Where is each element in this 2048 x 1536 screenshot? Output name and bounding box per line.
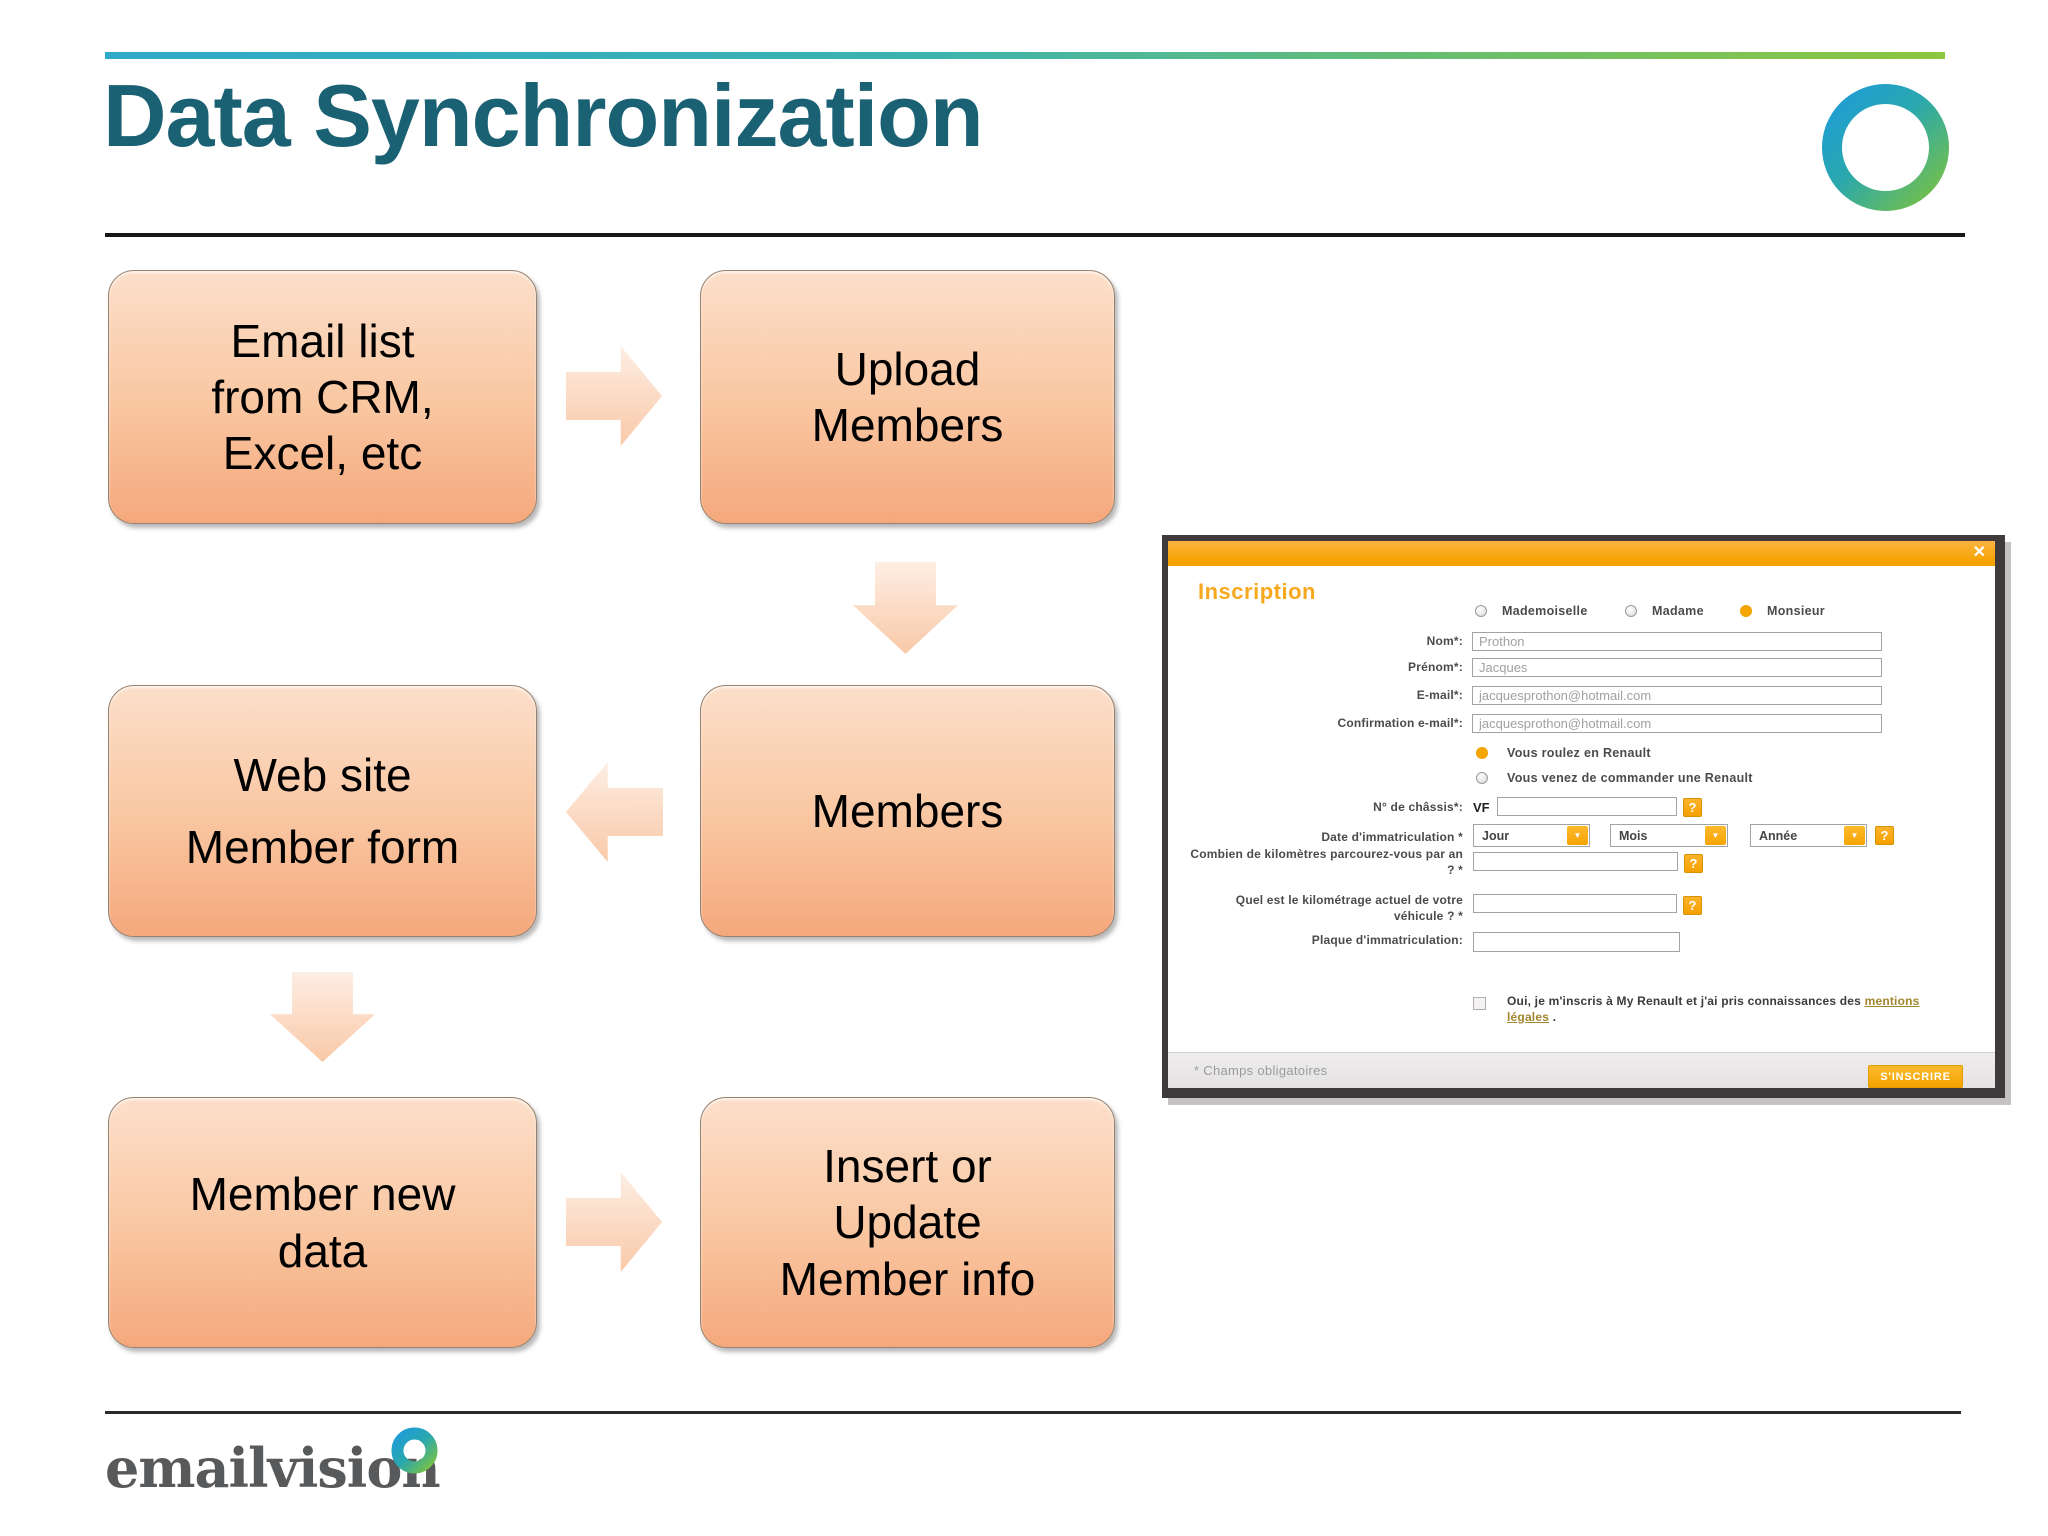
flow-box-text: Web site <box>233 748 412 801</box>
select-value: Jour <box>1482 828 1510 843</box>
chevron-down-icon: ▼ <box>1705 826 1726 845</box>
flow-box-text: Member form <box>185 821 460 873</box>
required-fields-note: * Champs obligatoires <box>1194 1063 1328 1078</box>
select-value: Année <box>1759 828 1798 843</box>
field-label-nom: Nom*: <box>1426 634 1463 648</box>
flow-box-members: Members <box>700 685 1115 937</box>
radio-commander-renault[interactable] <box>1476 772 1488 784</box>
optin-suffix: . <box>1549 1009 1557 1024</box>
optin-prefix: Oui, je m'inscris à My Renault et j'ai p… <box>1507 994 1865 1008</box>
flow-box-text: from CRM, <box>211 370 434 423</box>
form-titlebar: ✕ <box>1168 541 1995 566</box>
radio-label: Vous venez de commander une Renault <box>1507 771 1753 785</box>
emailvision-ring-logo-icon <box>1822 84 1949 211</box>
prenom-input[interactable] <box>1472 658 1882 677</box>
select-value: Mois <box>1619 828 1648 843</box>
flow-box-email-list: Email list from CRM, Excel, etc <box>108 270 537 524</box>
plate-input[interactable] <box>1473 932 1680 952</box>
chassis-prefix: VF <box>1473 800 1490 815</box>
help-icon[interactable]: ? <box>1875 826 1894 845</box>
flow-box-text: Member new <box>189 1168 456 1221</box>
emailvision-ring-icon <box>391 1427 438 1474</box>
flow-box-text: Excel, etc <box>222 427 423 480</box>
sinscrire-button[interactable]: S'INSCRIRE <box>1868 1065 1963 1088</box>
help-icon[interactable]: ? <box>1683 896 1702 915</box>
email-confirm-input[interactable] <box>1472 714 1882 733</box>
km-current-input[interactable] <box>1473 894 1677 913</box>
footer-divider <box>105 1411 1961 1414</box>
radio-label: Monsieur <box>1767 604 1825 618</box>
header-accent-line <box>105 52 1945 59</box>
field-label-date: Date d'immatriculation * <box>1321 830 1463 844</box>
arrow-down-icon <box>853 562 958 654</box>
radio-label: Mademoiselle <box>1502 604 1588 618</box>
chevron-down-icon: ▼ <box>1567 826 1588 845</box>
form-footer-bar: * Champs obligatoires S'INSCRIRE <box>1168 1052 1995 1088</box>
field-label-email-confirm: Confirmation e-mail*: <box>1337 716 1463 730</box>
radio-mademoiselle[interactable] <box>1475 605 1487 617</box>
flow-box-text: Update <box>833 1196 982 1249</box>
inscription-form-window: ✕ Inscription Mademoiselle Madame Monsie… <box>1162 535 2005 1098</box>
email-input[interactable] <box>1472 686 1882 705</box>
close-icon[interactable]: ✕ <box>1972 544 1986 561</box>
nom-input[interactable] <box>1472 632 1882 651</box>
flow-box-text: data <box>277 1224 368 1277</box>
radio-roulez-renault-selected[interactable] <box>1476 747 1488 759</box>
field-label-km-per-year: Combien de kilomètres parcourez-vous par… <box>1190 847 1463 877</box>
field-label-chassis: N° de châssis*: <box>1373 800 1463 814</box>
flow-box-text: Upload <box>834 342 981 395</box>
arrow-right-icon <box>566 1172 662 1272</box>
flow-box-text: Email list <box>230 314 415 367</box>
page-title: Data Synchronization <box>103 66 984 165</box>
radio-label: Vous roulez en Renault <box>1507 746 1651 760</box>
flow-box-text: Member info <box>779 1252 1036 1305</box>
mentions-legales-link[interactable]: mentions légales <box>1507 994 1920 1024</box>
flow-box-website-member-form: Web site Member form <box>108 685 537 937</box>
field-label-prenom: Prénom*: <box>1408 660 1463 674</box>
help-icon[interactable]: ? <box>1683 798 1702 817</box>
flow-box-text: Insert or <box>823 1140 992 1193</box>
flow-box-text: Members <box>811 784 1004 837</box>
arrow-right-icon <box>566 346 662 446</box>
field-label-km-current: Quel est le kilométrage actuel de votre … <box>1235 893 1463 923</box>
field-label-plate: Plaque d'immatriculation: <box>1311 933 1463 947</box>
field-label-email: E-mail*: <box>1416 688 1463 702</box>
radio-monsieur-selected[interactable] <box>1740 605 1752 617</box>
help-icon[interactable]: ? <box>1684 854 1703 873</box>
radio-madame[interactable] <box>1625 605 1637 617</box>
form-title: Inscription <box>1198 579 1316 604</box>
jour-select[interactable]: Jour ▼ <box>1473 824 1590 847</box>
flow-box-upload-members: Upload Members <box>700 270 1115 524</box>
flow-box-insert-update: Insert or Update Member info <box>700 1097 1115 1348</box>
annee-select[interactable]: Année ▼ <box>1750 824 1867 847</box>
title-divider <box>105 233 1965 237</box>
arrow-left-icon <box>566 762 663 862</box>
emailvision-logotype: emailvision <box>105 1436 441 1500</box>
optin-label: Oui, je m'inscris à My Renault et j'ai p… <box>1507 994 1957 1026</box>
optin-checkbox[interactable] <box>1473 997 1486 1010</box>
arrow-down-icon <box>270 972 375 1062</box>
mois-select[interactable]: Mois ▼ <box>1610 824 1728 847</box>
km-per-year-input[interactable] <box>1473 852 1678 871</box>
radio-label: Madame <box>1652 604 1704 618</box>
chassis-input[interactable] <box>1497 797 1677 816</box>
chevron-down-icon: ▼ <box>1844 826 1865 845</box>
flow-box-member-new-data: Member new data <box>108 1097 537 1348</box>
flow-box-text: Members <box>811 399 1004 451</box>
